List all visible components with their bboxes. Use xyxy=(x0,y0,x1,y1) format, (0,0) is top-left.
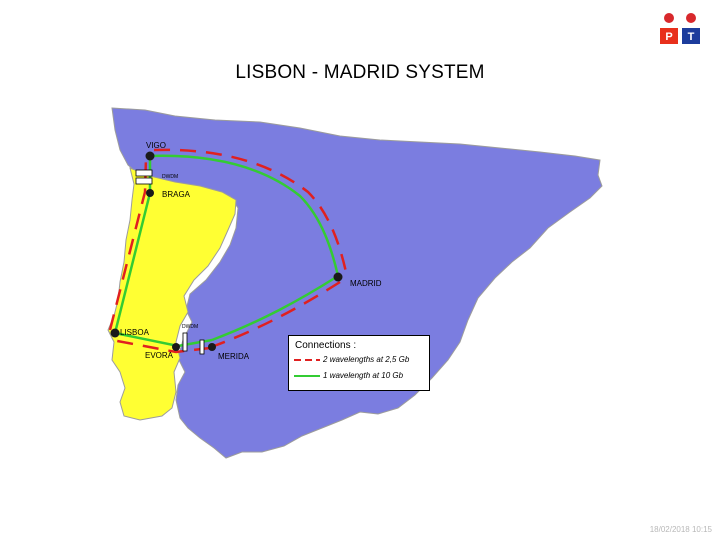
legend-swatch-green-solid xyxy=(294,375,320,377)
route-10g-madrid-merida xyxy=(211,274,339,342)
city-marker-madrid xyxy=(333,272,343,282)
page-title: LISBON - MADRID SYSTEM xyxy=(235,62,485,83)
city-label-madrid: MADRID xyxy=(350,279,382,288)
route-2g5-lisboa-vigo xyxy=(108,157,148,331)
route-10g-vigo-madrid xyxy=(149,154,340,277)
city-marker-vigo xyxy=(145,151,155,161)
legend-label-10g: 1 wavelength at 10 Gb xyxy=(323,371,404,380)
city-label-lisboa: LISBOA xyxy=(120,328,150,337)
dwdm-south-equipment: DWDM xyxy=(182,324,205,355)
legend-swatch-red-dashed xyxy=(294,359,320,361)
city-label-vigo: VIGO xyxy=(146,141,166,150)
logo-letter-t: T xyxy=(688,31,695,43)
dwdm-south-label: DWDM xyxy=(182,324,198,330)
logo-dot-right xyxy=(686,13,696,23)
city-label-evora: EVORA xyxy=(145,351,174,360)
legend-title: Connections : xyxy=(295,340,357,351)
connections-legend: Connections : 2 wavelengths at 2,5 Gb 1 … xyxy=(288,335,430,391)
dwdm-north-label: DWDM xyxy=(162,174,178,180)
city-marker-lisboa xyxy=(110,328,120,338)
pt-logo: P T xyxy=(660,13,700,44)
dwdm-north-equipment: DWDM xyxy=(135,169,178,185)
city-marker-merida xyxy=(208,343,216,351)
route-2g5-merida-lisboa xyxy=(111,338,211,354)
footer-timestamp: 18/02/2018 10:15 xyxy=(649,525,712,534)
route-2g5-vigo-madrid xyxy=(153,148,348,273)
city-label-braga: BRAGA xyxy=(162,190,191,199)
legend-label-2g5: 2 wavelengths at 2,5 Gb xyxy=(323,355,410,364)
logo-dot-left xyxy=(664,13,674,23)
logo-box-p xyxy=(660,28,678,44)
spain-region xyxy=(111,107,603,459)
route-2g5-madrid-merida xyxy=(213,280,341,348)
city-marker-braga xyxy=(146,189,154,197)
city-marker-evora xyxy=(172,343,180,351)
legend-item-10g: 1 wavelength at 10 Gb xyxy=(293,371,427,383)
legend-item-2g5: 2 wavelengths at 2,5 Gb xyxy=(293,355,427,367)
logo-box-t xyxy=(682,28,700,44)
city-label-merida: MERIDA xyxy=(218,352,250,361)
logo-letter-p: P xyxy=(665,31,672,43)
